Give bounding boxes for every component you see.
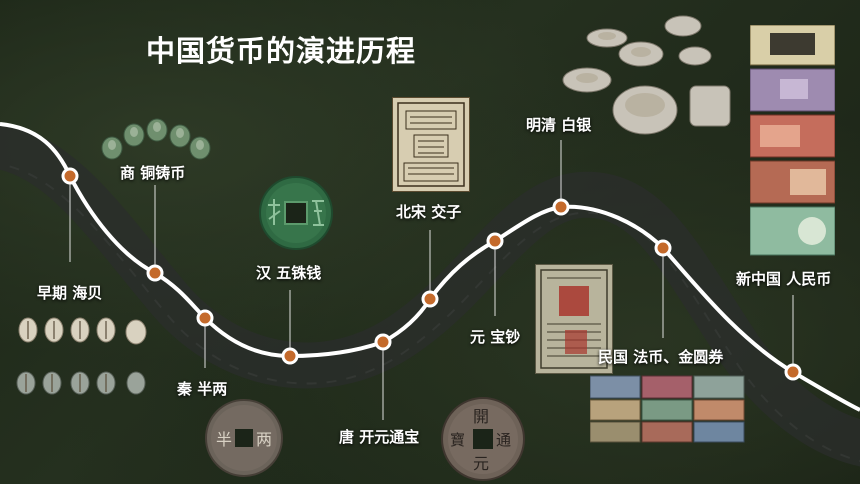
node-han	[281, 347, 299, 365]
kaiyuan-char-top: 開	[473, 407, 489, 426]
kaiyuan-char-bottom: 元	[473, 454, 489, 473]
node-qin	[196, 309, 214, 327]
kaiyuan-char-left: 寶	[450, 431, 465, 449]
node-shang	[146, 264, 164, 282]
node-song	[421, 290, 439, 308]
kaiyuan-char-right: 通	[496, 431, 511, 449]
jiaozi-note-icon	[392, 97, 470, 192]
node-early	[61, 167, 79, 185]
silver-ingots-icon	[562, 15, 731, 135]
label-mingqing: 明清 白银	[526, 116, 592, 134]
kaiyuan-coin-icon: 開 元 通 寶	[441, 397, 525, 481]
banliang-coin-icon: 半 两	[205, 399, 283, 477]
banliang-char-liang: 两	[256, 430, 272, 449]
label-minguo: 民国 法币、金圆券	[598, 348, 724, 366]
node-tang	[374, 333, 392, 351]
label-early: 早期 海贝	[37, 284, 103, 302]
minguo-banknotes-icon	[590, 375, 745, 443]
label-shang: 商 铜铸币	[120, 164, 186, 182]
label-han: 汉 五铢钱	[256, 264, 322, 282]
node-yuan	[486, 232, 504, 250]
banliang-char-ban: 半	[216, 430, 232, 449]
shell-icon	[16, 317, 147, 395]
baochao-note-icon	[535, 264, 613, 374]
node-prc	[784, 363, 802, 381]
label-prc: 新中国 人民币	[736, 270, 832, 288]
node-minguo	[654, 239, 672, 257]
label-qin: 秦 半两	[177, 380, 228, 398]
label-song: 北宋 交子	[396, 203, 462, 221]
rmb-banknotes-icon	[750, 25, 835, 256]
wuzhu-coin-icon	[259, 176, 333, 250]
bronze-shell-coins-icon	[101, 118, 211, 160]
label-yuan: 元 宝钞	[470, 328, 521, 346]
page-title: 中国货币的演进历程	[146, 34, 417, 68]
node-mingqing	[552, 198, 570, 216]
label-tang: 唐 开元通宝	[339, 428, 420, 446]
